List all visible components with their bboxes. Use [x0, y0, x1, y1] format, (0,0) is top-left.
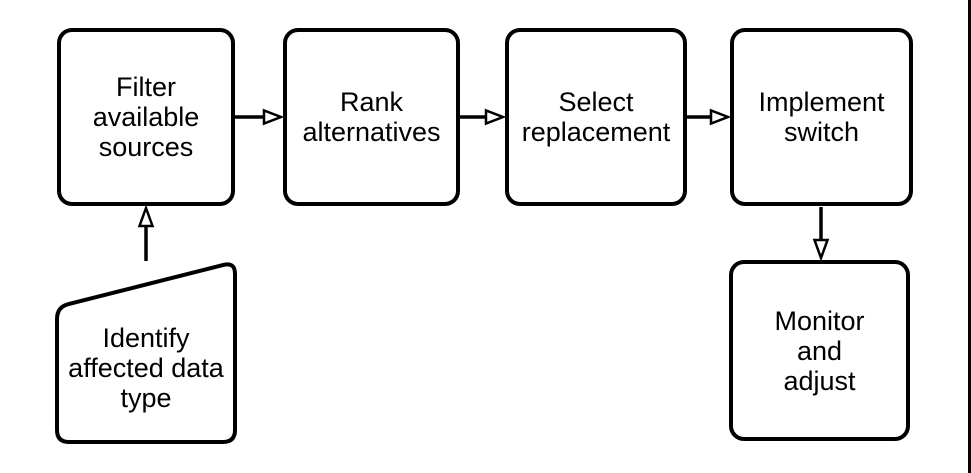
flow-node-rank-label: Rank alternatives [302, 87, 441, 147]
arrow-select-to-implement [687, 108, 732, 126]
arrow-rank-to-select [460, 108, 507, 126]
flow-node-identify-label: Identify affected data type [68, 323, 224, 413]
card-shape-identify [55, 262, 237, 444]
arrow-implement-to-monitor [812, 207, 830, 262]
flow-node-filter: Filter available sources [57, 28, 235, 206]
flow-node-filter-label: Filter available sources [92, 72, 200, 162]
flow-node-identify: Identify affected data type [57, 323, 235, 413]
arrow-identify-to-filter [137, 204, 155, 261]
page-border-line [968, 0, 971, 473]
flow-node-implement-label: Implement switch [758, 87, 885, 147]
flow-node-select-label: Select replacement [521, 87, 671, 147]
arrow-filter-to-rank [235, 108, 285, 126]
flow-node-implement: Implement switch [730, 28, 913, 206]
flow-node-rank: Rank alternatives [283, 28, 460, 206]
flow-node-monitor: Monitor and adjust [729, 260, 910, 441]
flow-node-monitor-label: Monitor and adjust [774, 305, 865, 396]
flow-node-select: Select replacement [505, 28, 687, 206]
